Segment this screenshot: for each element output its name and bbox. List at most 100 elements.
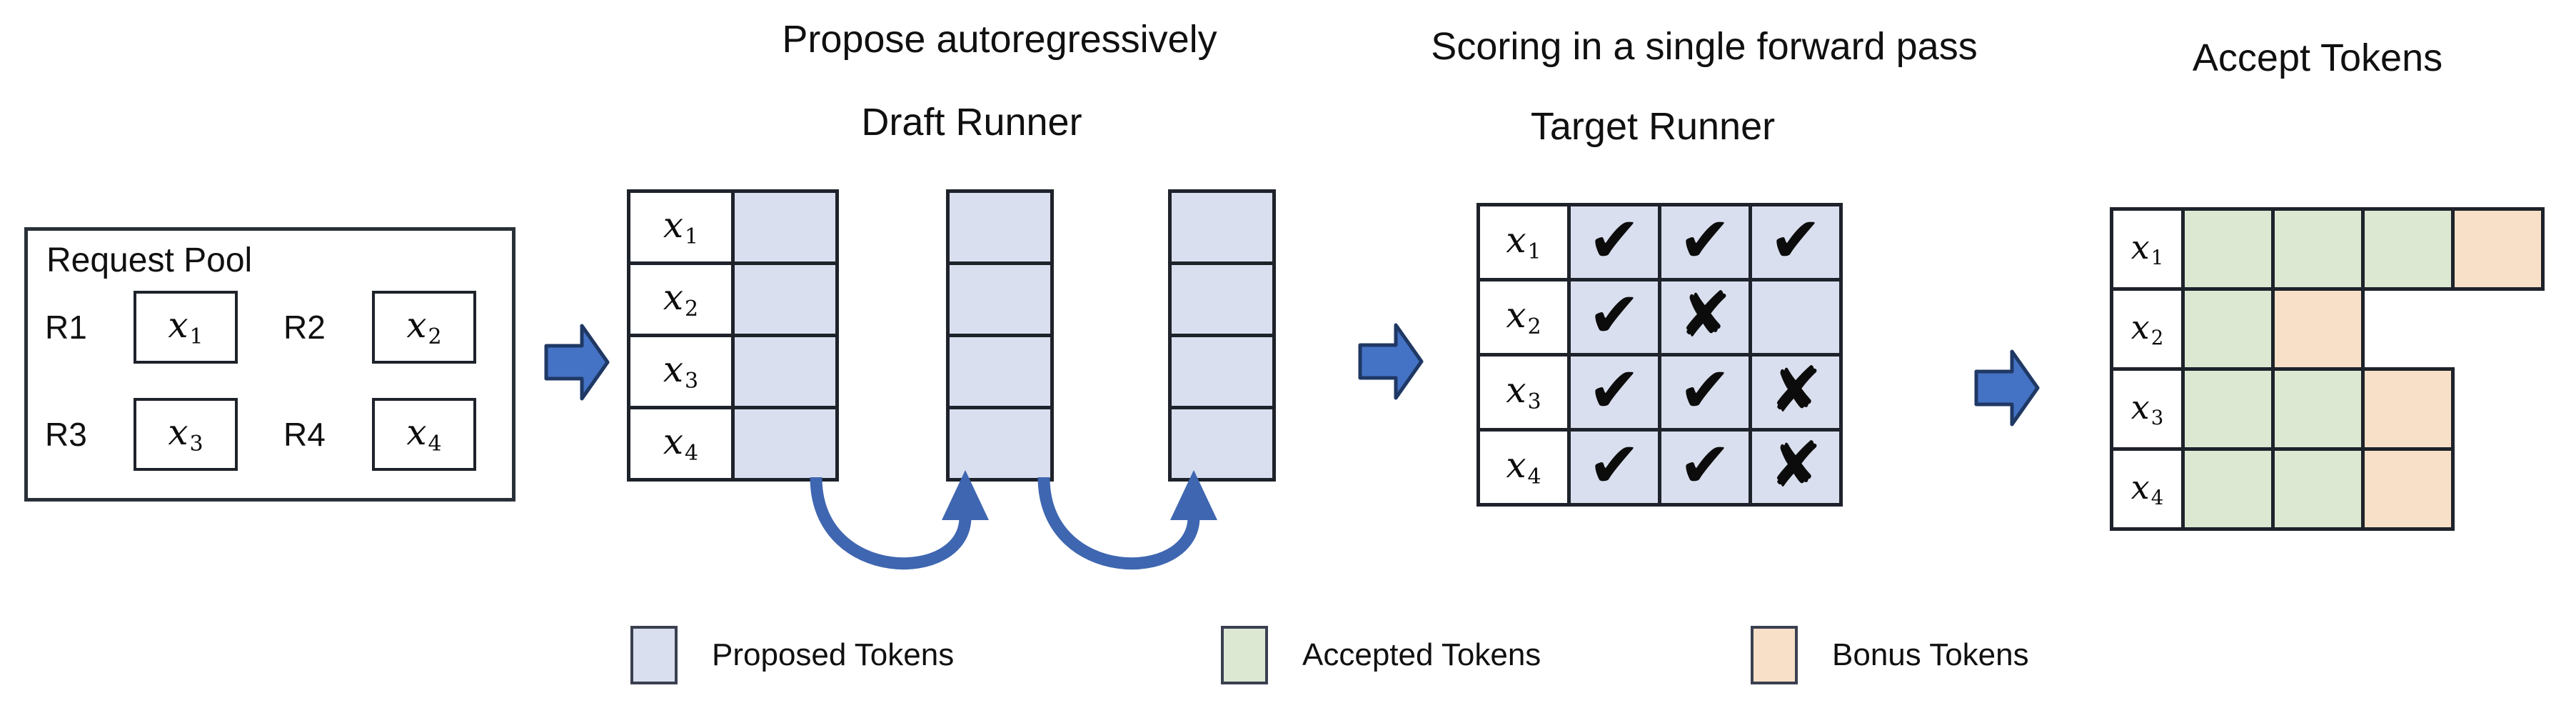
draft-row-label: x1 [627,189,735,265]
scored-cell-check: ✔ [1658,353,1752,432]
target-row: x2 ✔✘ [1476,278,1843,357]
scored-cell-cross: ✘ [1749,353,1843,432]
target-row: x3✔✔✘ [1476,353,1843,432]
draft-grid-pass-2 [946,189,1054,482]
token-label: x3 [2130,387,2164,429]
proposed-token-cell [946,261,1054,337]
token-label: x2 [2130,307,2164,349]
legend-entry-proposed: Proposed Tokens [630,626,954,684]
bonus-token-cell [2271,287,2365,371]
target-scoring-grid: x1✔✔✔x2✔✘x3✔✔✘x4✔✔✘ [1476,203,1843,507]
scored-cell-check: ✔ [1567,278,1661,357]
scored-cell-check: ✔ [1567,353,1661,432]
title-target-runner: Target Runner [1530,105,1776,148]
request-id: R2 [283,309,326,346]
target-row: x4✔✔✘ [1476,428,1843,507]
token-label: x1 [1506,219,1541,264]
draft-row [1168,189,1276,265]
accepted-token-cell [2181,287,2275,371]
accept-row: x1 [2110,207,2545,291]
scored-cell-check: ✔ [1658,203,1752,281]
token-label: x2 [1506,294,1541,339]
accepted-token-cell [2181,447,2275,531]
token-label: x2 [663,276,699,321]
legend-label: Bonus Tokens [1832,637,2029,672]
draft-row [1168,334,1276,409]
draft-row [946,189,1054,265]
draft-row: x2 [627,261,839,337]
draft-row: x1 [627,189,839,265]
draft-row [946,334,1054,409]
legend-label: Accepted Tokens [1302,637,1541,672]
token-label: x3 [1506,369,1541,414]
scored-cell-check: ✔ [1749,203,1843,281]
accepted-token-cell [2181,207,2275,291]
target-row-label: x4 [1476,428,1571,507]
request-pool-title: Request Pool [46,241,253,279]
request-id: R3 [45,416,87,453]
request-entry: R3 x3 [45,398,238,471]
proposed-token-cell [946,406,1054,482]
draft-row [946,261,1054,337]
draft-grid-pass-3 [1168,189,1276,482]
autoregressive-loop-arrow-1 [810,477,972,570]
bonus-tokens-swatch-icon [1751,626,1798,684]
accept-row-label: x4 [2110,447,2185,531]
target-row: x1✔✔✔ [1476,203,1843,281]
title-draft-runner: Draft Runner [861,101,1082,144]
accepted-token-cell [2361,207,2455,291]
accepted-tokens-swatch-icon [1221,626,1268,684]
request-id: R4 [283,416,326,453]
token-label: x4 [2130,467,2164,509]
accept-row: x4 [2110,447,2545,531]
proposed-token-cell [946,189,1054,265]
legend-entry-accepted: Accepted Tokens [1221,626,1541,684]
draft-row [1168,406,1276,482]
token-label: x1 [168,304,203,349]
proposed-token-cell [946,334,1054,409]
request-pool-box: Request Pool R1 x1 R2 x2 R3 x3 R4 x4 [24,227,515,502]
bonus-token-cell [2451,207,2545,291]
draft-row-label: x2 [627,261,735,337]
accepted-token-cell [2271,207,2365,291]
request-entry: R4 x4 [283,398,476,471]
scored-cell-check: ✔ [1567,203,1661,281]
accepted-token-cell [2181,367,2275,451]
draft-row-label: x4 [627,406,735,482]
title-accept-tokens: Accept Tokens [2192,36,2443,79]
target-row-label: x1 [1476,203,1571,281]
draft-row: x3 [627,334,839,409]
request-entry: R1 x1 [45,291,238,364]
token-label: x4 [663,420,699,466]
arrow-pool-to-draft-icon [544,324,610,401]
draft-row [1168,261,1276,337]
proposed-token-cell [731,189,839,265]
bonus-token-cell [2361,447,2455,531]
accept-row: x2 [2110,287,2545,371]
scored-cell-blank [1749,278,1843,357]
request-token-box: x4 [372,398,476,471]
legend-entry-bonus: Bonus Tokens [1751,626,2029,684]
accept-row-label: x1 [2110,207,2185,291]
proposed-token-cell [1168,189,1276,265]
target-row-label: x3 [1476,353,1571,432]
accepted-token-cell [2271,367,2365,451]
token-label: x2 [406,304,442,349]
scored-cell-cross: ✘ [1658,278,1752,357]
token-label: x4 [1506,444,1541,489]
title-scoring-forward-pass: Scoring in a single forward pass [1431,25,1978,68]
draft-grid-pass-1: x1 x2 x3 x4 [627,189,839,482]
target-row-label: x2 [1476,278,1571,357]
request-token-box: x3 [134,398,238,471]
proposed-token-cell [1168,406,1276,482]
token-label: x1 [663,204,699,249]
accepted-token-cell [2271,447,2365,531]
arrow-draft-to-target-icon [1358,323,1424,400]
proposed-token-cell [731,406,839,482]
draft-row-label: x3 [627,334,735,409]
request-token-box: x2 [372,291,476,364]
request-token-box: x1 [134,291,238,364]
request-entry: R2 x2 [283,291,476,364]
token-label: x3 [168,411,203,457]
